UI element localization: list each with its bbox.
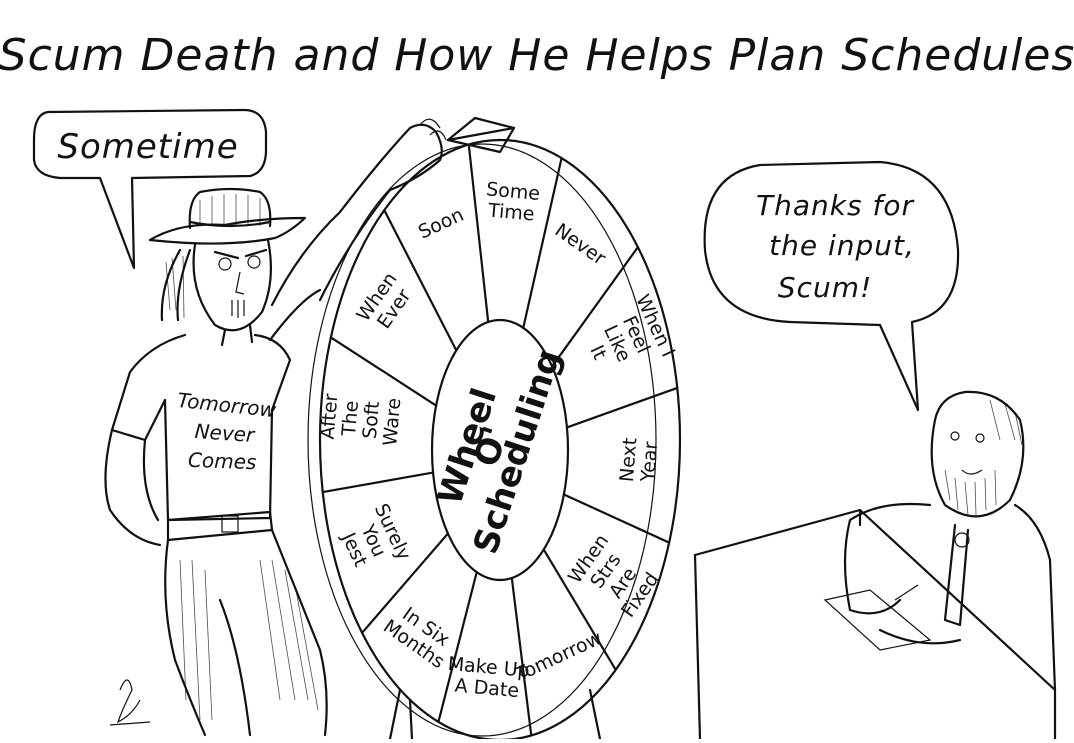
scum-death-character: Tomorrow Never Comes xyxy=(104,187,328,737)
svg-text:the input,: the input, xyxy=(769,229,915,262)
left-bubble-text: Sometime xyxy=(57,127,238,167)
wheel-divider xyxy=(383,209,458,352)
svg-text:Comes: Comes xyxy=(188,448,257,474)
wheel-divider xyxy=(321,471,435,494)
wheel-segment-text: Next xyxy=(616,437,642,483)
wheel-segment-text: The xyxy=(338,400,363,438)
svg-text:Thanks for: Thanks for xyxy=(756,189,914,222)
svg-text:Never: Never xyxy=(194,419,257,447)
wheel-divider xyxy=(565,386,679,429)
wheel-divider xyxy=(510,576,533,737)
wheel-divider xyxy=(467,143,490,324)
wheel-divider xyxy=(550,246,639,368)
wheel-pointer-icon xyxy=(446,126,516,154)
wheel-divider xyxy=(329,336,438,407)
right-bubble-text: Thanks for the input, Scum! xyxy=(756,189,915,304)
scum-raised-arm xyxy=(270,123,443,307)
wheel-segment-text: Year xyxy=(637,441,663,484)
wheel-segment-text: Time xyxy=(486,199,535,225)
wheel-hub-label: Wheel O' Scheduling xyxy=(430,344,569,558)
wheel-segment-text: Soft xyxy=(359,400,384,439)
wheel-segment-text: A Date xyxy=(454,675,520,703)
wheel-segment-text: Ware xyxy=(379,397,405,447)
left-speech-bubble xyxy=(32,108,268,270)
wheel-segment-text: Never xyxy=(551,219,610,270)
tie-pin-icon xyxy=(954,532,970,548)
shirt-text: Tomorrow Never Comes xyxy=(176,388,277,474)
hat-icon xyxy=(148,216,307,245)
wheel-segment-label: Make UpA Date xyxy=(447,653,531,703)
wheel-divider xyxy=(562,493,671,544)
comic-title: Scum Death and How He Helps Plan Schedul… xyxy=(0,30,1074,81)
wheel-divider xyxy=(361,532,450,634)
wheel-segment-label: Soon xyxy=(415,204,467,244)
wheel-segment-text: After xyxy=(317,393,343,441)
manager-character xyxy=(693,390,1057,741)
wheel-hub xyxy=(430,318,570,582)
artist-signature xyxy=(116,679,141,724)
wheel-segment-text: Soon xyxy=(415,204,467,244)
wheel-divider xyxy=(542,548,617,671)
svg-text:Tomorrow: Tomorrow xyxy=(176,388,277,422)
wheel-segment-text: Some xyxy=(485,178,541,205)
belt-buckle-icon xyxy=(221,515,239,533)
wheel-divider xyxy=(522,156,563,329)
wheel-segment-label: Never xyxy=(551,219,610,270)
right-speech-bubble xyxy=(703,160,960,412)
wheel-divider xyxy=(437,571,478,724)
wheel-rim-edge xyxy=(307,143,657,737)
desk-icon xyxy=(693,508,1057,741)
wheel-segment-text: It xyxy=(585,342,610,363)
svg-text:Scum!: Scum! xyxy=(778,271,872,304)
